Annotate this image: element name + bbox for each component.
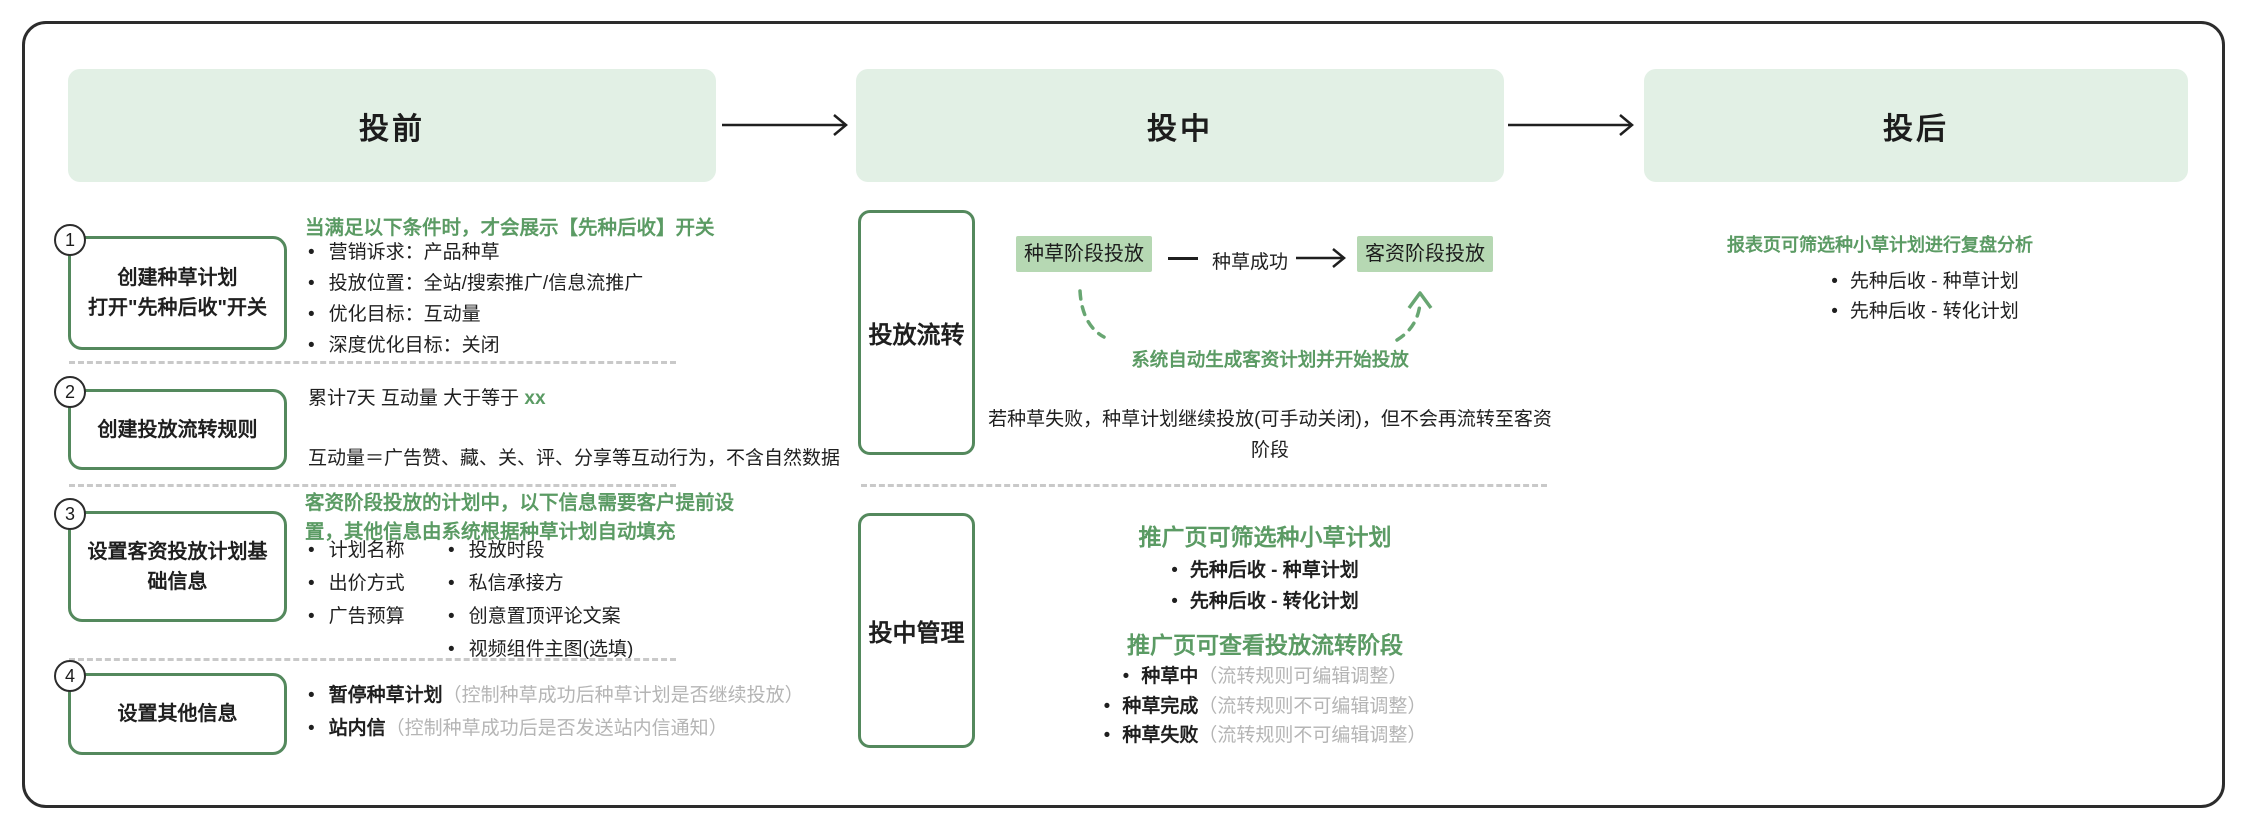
stage-chip-lead: 客资阶段投放 — [1357, 236, 1493, 272]
step4-options-list: 暂停种草计划（控制种草成功后种草计划是否继续投放） 站内信（控制种草成功后是否发… — [308, 679, 804, 745]
flow-link-label: 种草成功 — [1212, 252, 1289, 273]
list-item: 投放位置：全站/搜索推广/信息流推广 — [308, 268, 644, 299]
step-box-create-flow-rule: 创建投放流转规则 — [68, 389, 287, 470]
list-item: •先种后收 - 种草计划 — [1171, 560, 1359, 581]
list-item: 广告预算 — [308, 600, 405, 633]
auto-generate-caption: 系统自动生成客资计划并开始投放 — [1131, 349, 1409, 370]
list-item: •先种后收 - 转化计划 — [1831, 301, 2019, 322]
step-box-create-seeding-plan: 创建种草计划 打开"先种后收"开关 — [68, 236, 287, 350]
phase-label-mid: 投中 — [1147, 112, 1213, 146]
dashed-divider — [69, 658, 676, 661]
arrow-right-icon — [1296, 247, 1352, 274]
dashed-divider — [861, 484, 1547, 487]
list-item: •种草失败（流转规则不可编辑调整） — [1103, 725, 1427, 746]
list-item: 计划名称 — [308, 534, 405, 567]
dashed-divider — [69, 361, 676, 364]
phase-bar-pre: 投前 — [68, 69, 716, 182]
list-item: 暂停种草计划（控制种草成功后种草计划是否继续投放） — [308, 679, 804, 712]
phase-label-pre: 投前 — [359, 112, 425, 146]
step-number-4: 4 — [54, 660, 86, 692]
step2-rule-line: 累计7天 互动量 大于等于 xx — [308, 388, 546, 409]
connector-line — [1168, 257, 1198, 260]
arrow-right-icon — [722, 112, 854, 138]
list-item: 私信承接方 — [448, 567, 633, 600]
list-item: 营销诉求：产品种草 — [308, 237, 643, 268]
dashed-curve-arrows — [1040, 283, 1510, 364]
step-number-1: 1 — [54, 224, 86, 256]
step1-condition-list: 营销诉求：产品种草 投放位置：全站/搜索推广/信息流推广 优化目标：互动量 深度… — [308, 237, 644, 361]
list-item: 视频组件主图(选填) — [448, 633, 634, 666]
stage-chip-seeding: 种草阶段投放 — [1016, 236, 1152, 272]
mid-manage-box: 投中管理 — [858, 513, 975, 748]
step3-fields-col1: 计划名称 出价方式 广告预算 — [308, 534, 405, 633]
step-number-3: 3 — [54, 498, 86, 530]
list-item: 深度优化目标：关闭 — [308, 330, 643, 361]
step1-condition-heading: 当满足以下条件时，才会展示【先种后收】开关 — [305, 217, 715, 239]
list-item: •种草完成（流转规则不可编辑调整） — [1103, 696, 1427, 717]
list-item: 优化目标：互动量 — [308, 299, 643, 330]
filter-heading: 推广页可筛选种小草计划 — [1138, 524, 1392, 550]
stage-view-heading: 推广页可查看投放流转阶段 — [1127, 632, 1403, 658]
phase-bar-post: 投后 — [1644, 69, 2188, 182]
list-item: •先种后收 - 转化计划 — [1171, 591, 1359, 612]
list-item: 创意置顶评论文案 — [448, 600, 633, 633]
fail-note: 若种草失败，种草计划继续投放(可手动关闭)，但不会再流转至客资阶段 — [988, 409, 1552, 461]
list-item: 投放时段 — [448, 534, 633, 567]
step2-note-line: 互动量＝广告赞、藏、关、评、分享等互动行为，不含自然数据 — [308, 448, 841, 469]
dashed-divider — [69, 484, 676, 487]
list-item: •先种后收 - 种草计划 — [1831, 271, 2019, 292]
step3-fields-col2: 投放时段 私信承接方 创意置顶评论文案 视频组件主图(选填) — [448, 534, 634, 666]
step-number-2: 2 — [54, 376, 86, 408]
phase-label-post: 投后 — [1883, 112, 1949, 146]
list-item: •种草中（流转规则可编辑调整） — [1122, 666, 1408, 687]
step-box-set-other-info: 设置其他信息 — [68, 673, 287, 755]
post-report-heading: 报表页可筛选种小草计划进行复盘分析 — [1727, 235, 2033, 255]
rule-threshold-value: xx — [524, 388, 546, 409]
arrow-right-icon — [1508, 112, 1640, 138]
flow-transfer-box: 投放流转 — [858, 210, 975, 455]
list-item: 出价方式 — [308, 567, 405, 600]
list-item: 站内信（控制种草成功后是否发送站内信通知） — [308, 712, 804, 745]
phase-bar-mid: 投中 — [856, 69, 1504, 182]
step-box-set-lead-plan-info: 设置客资投放计划基 础信息 — [68, 511, 287, 622]
